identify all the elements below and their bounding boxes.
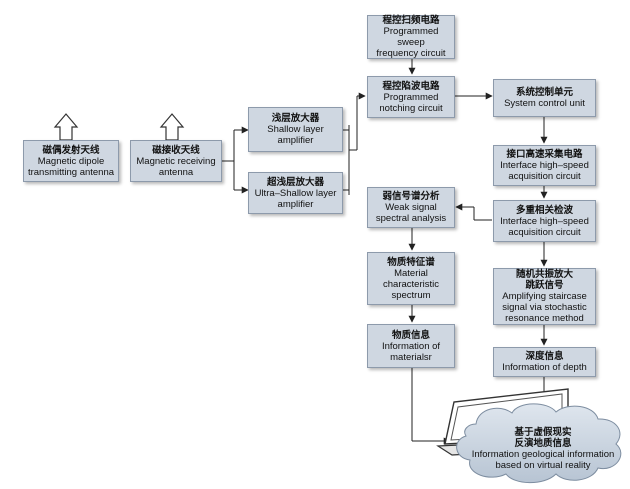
weak-signal-box: 弱信号谱分析 Weak signal spectral analysis — [367, 187, 455, 228]
shallow-amp-box: 浅层放大器 Shallow layer amplifier — [248, 107, 343, 152]
magnetic-dipole-tx-box: 磁偶发射天线 Magnetic dipole transmitting ante… — [23, 140, 119, 182]
depth-info-box: 深度信息 Information of depth — [493, 347, 596, 377]
system-control-box: 系统控制单元 System control unit — [493, 79, 596, 117]
antenna-arrow-icon — [159, 113, 185, 141]
geo-info-vr-label: 基于虚假现实 反演地质信息 Information geological inf… — [471, 427, 615, 471]
ultra-shallow-amp-box: 超浅层放大器 Ultra–Shallow layer amplifier — [248, 172, 343, 214]
multi-correlation-box: 多重相关检波 Interface high–speed acquisition … — [493, 200, 596, 242]
notching-circuit-box: 程控陷波电路 Programmed notching circuit — [367, 76, 455, 118]
magnetic-rx-box: 磁接收天线 Magnetic receiving antenna — [130, 140, 222, 182]
material-spectrum-box: 物质特征谱 Material characteristic spectrum — [367, 252, 455, 305]
stochastic-amp-box: 随机共振放大 跳跃信号 Amplifying staircase signal … — [493, 268, 596, 325]
interface-acq-box: 接口高速采集电路 Interface high–speed acquisitio… — [493, 145, 596, 186]
antenna-arrow-icon — [53, 113, 79, 141]
sweep-circuit-box: 程控扫频电路 Programmed sweep frequency circui… — [367, 15, 455, 59]
material-info-box: 物质信息 Information of materialsr — [367, 324, 455, 368]
info-cloud — [456, 403, 622, 484]
